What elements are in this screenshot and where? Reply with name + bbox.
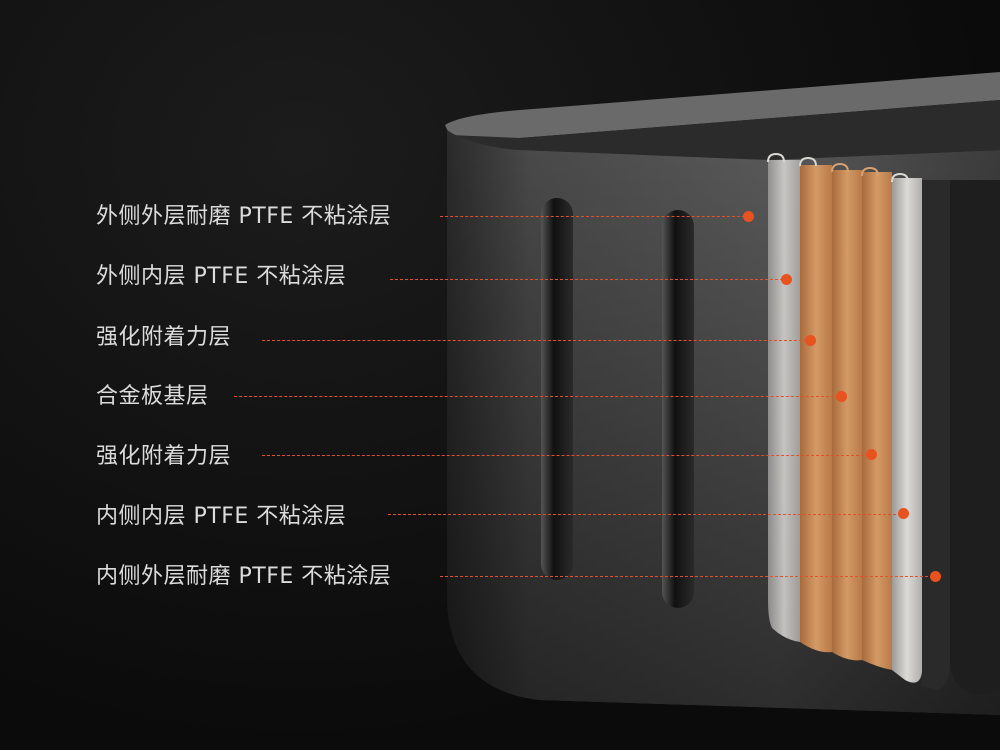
layer-marker-dot: [805, 335, 816, 346]
layer-marker-dot: [930, 571, 941, 582]
layer-marker-dot: [781, 274, 792, 285]
layer-marker-dot: [866, 449, 877, 460]
leader-line: [234, 396, 839, 397]
layer-marker-dot: [743, 211, 754, 222]
layer-label: 外侧内层 PTFE 不粘涂层: [96, 264, 347, 289]
leader-line: [262, 340, 807, 341]
leader-line: [262, 455, 869, 456]
layer-label: 强化附着力层: [96, 444, 232, 469]
layer-marker-dot: [898, 508, 909, 519]
vent-slot: [662, 210, 694, 608]
leader-line: [390, 279, 783, 280]
layer-label: 内侧外层耐磨 PTFE 不粘涂层: [96, 564, 392, 589]
leader-line: [440, 216, 745, 217]
vent-slot: [541, 198, 573, 580]
leader-line: [440, 576, 933, 577]
layer-stack: [767, 152, 1000, 695]
layer-label: 合金板基层: [96, 384, 209, 409]
layer-label: 外侧外层耐磨 PTFE 不粘涂层: [96, 204, 392, 229]
layer-marker-dot: [836, 391, 847, 402]
layer-label: 强化附着力层: [96, 325, 232, 350]
leader-line: [388, 514, 901, 515]
layer-label: 内侧内层 PTFE 不粘涂层: [96, 504, 347, 529]
